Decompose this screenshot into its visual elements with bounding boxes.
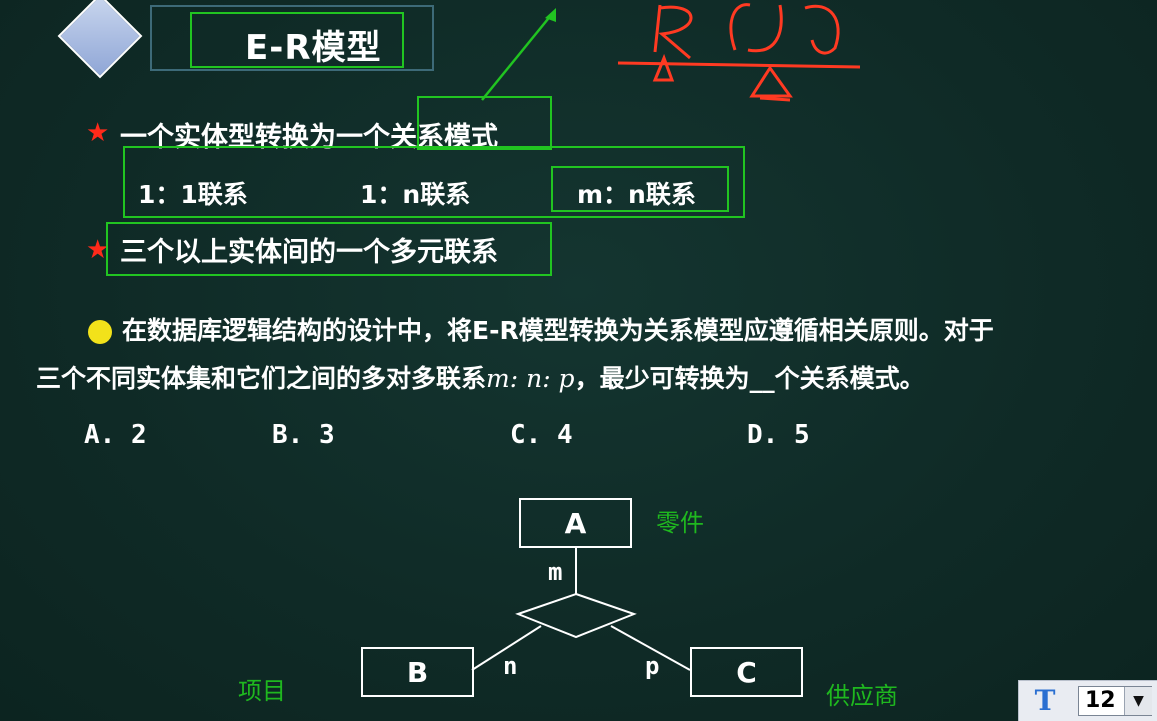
link-c <box>610 625 691 671</box>
option-c[interactable]: C. 4 <box>510 420 573 450</box>
annotation-arrowhead <box>545 8 556 22</box>
entity-b: B <box>361 647 474 697</box>
relation-1-n: 1：n联系 <box>360 180 471 209</box>
cardinality-n: n <box>503 652 518 680</box>
question-line-1: 在数据库逻辑结构的设计中，将E-R模型转换为关系模型应遵循相关原则。对于 <box>122 316 994 345</box>
relation-1-1: 1：1联系 <box>138 180 248 209</box>
cardinality-p: p <box>645 652 660 680</box>
relation-m-n: m：n联系 <box>577 180 696 209</box>
slide-title: E-R模型 <box>245 28 382 68</box>
highlight-box-m-n <box>551 166 729 212</box>
question-formula: m: n: p <box>486 364 575 393</box>
highlight-box-relation-schema <box>417 96 552 150</box>
highlight-box-multi-relation <box>106 222 552 276</box>
entity-a: A <box>519 498 632 548</box>
relationship-diamond <box>515 592 637 639</box>
label-part: 零件 <box>656 509 704 537</box>
question-line-2: 三个不同实体集和它们之间的多对多联系m: n: p，最少可转换为__个关系模式。 <box>36 364 925 393</box>
label-project: 项目 <box>238 677 286 705</box>
annotation-scribble <box>617 3 861 102</box>
entity-c: C <box>690 647 803 697</box>
text-tool-icon[interactable]: T <box>1034 684 1056 717</box>
bullet-dot-icon <box>88 320 112 344</box>
link-b <box>471 625 542 671</box>
title-highlight-box <box>190 12 404 68</box>
title-frame <box>150 5 434 71</box>
chevron-down-icon[interactable]: ▼ <box>1124 687 1152 715</box>
option-a[interactable]: A. 2 <box>84 420 147 450</box>
label-supplier: 供应商 <box>826 682 898 710</box>
annotation-arrow <box>481 13 553 101</box>
bullet2-text: 三个以上实体间的一个多元联系 <box>120 237 498 268</box>
cardinality-m: m <box>548 558 563 586</box>
highlight-box-relations <box>123 146 745 218</box>
option-b[interactable]: B. 3 <box>272 420 335 450</box>
option-d[interactable]: D. 5 <box>747 420 810 450</box>
star-icon: ★ <box>86 118 110 148</box>
star-icon: ★ <box>86 235 110 265</box>
